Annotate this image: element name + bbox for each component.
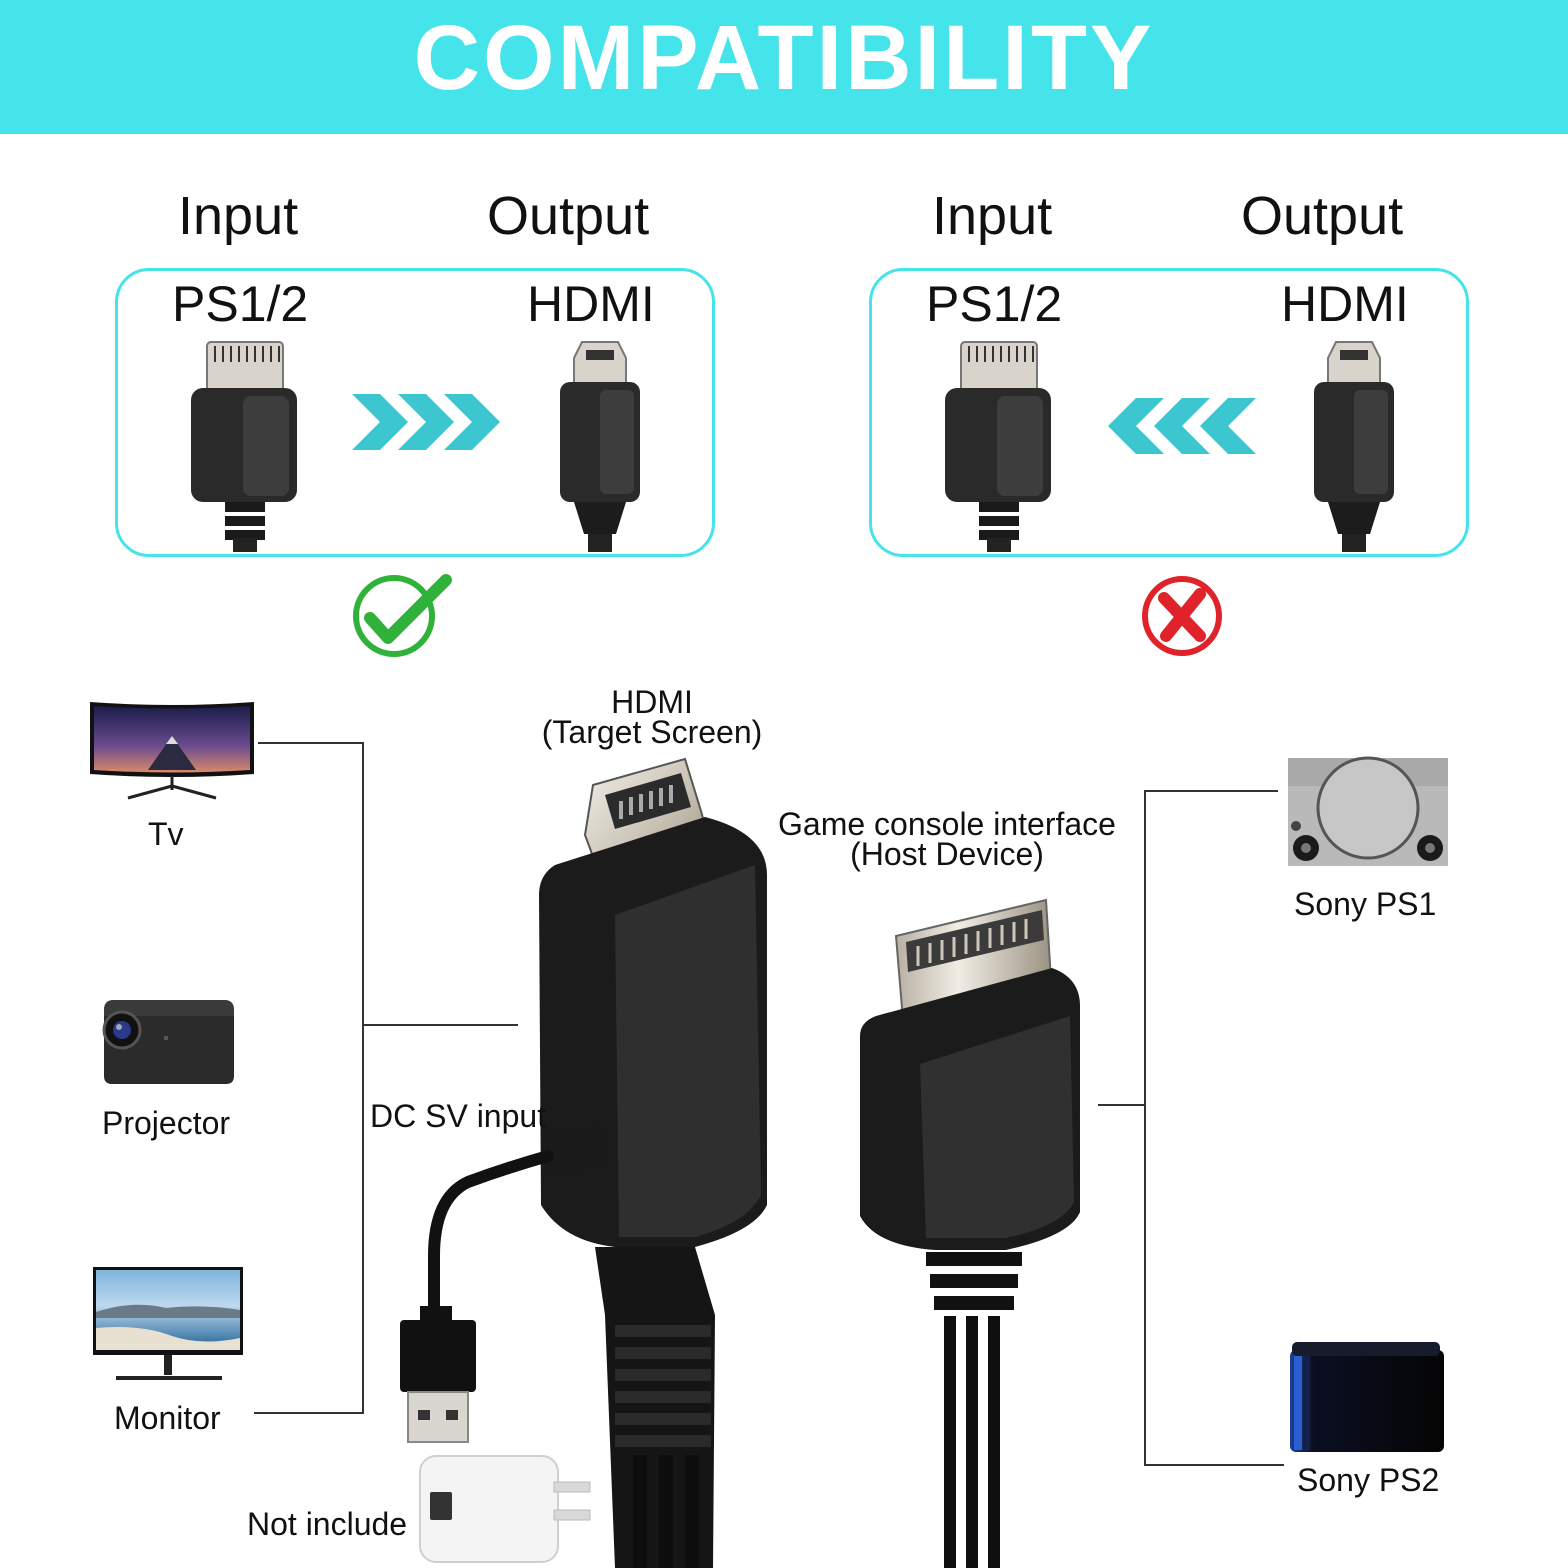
output-port-label-right: HDMI bbox=[1281, 276, 1409, 332]
hdmi-connector-icon bbox=[1314, 341, 1394, 552]
header-banner bbox=[0, 0, 1568, 134]
hdmi-end-sublabel: (Target Screen) bbox=[541, 714, 763, 750]
output-port-label-left: HDMI bbox=[527, 276, 655, 332]
usb-cable-icon bbox=[400, 1126, 607, 1443]
ps1-console-icon bbox=[1288, 756, 1448, 866]
connector-line bbox=[1144, 1464, 1284, 1466]
input-heading-left: Input bbox=[178, 186, 299, 246]
arrow-left-icon bbox=[1108, 398, 1256, 454]
connector-line bbox=[1144, 790, 1146, 1466]
console-label-ps1: Sony PS1 bbox=[1294, 886, 1437, 922]
tv-icon bbox=[90, 702, 254, 800]
power-adapter-icon bbox=[419, 1455, 591, 1563]
page-title: COMPATIBILITY bbox=[413, 7, 1155, 109]
game-end-sublabel: (Host Device) bbox=[850, 836, 1044, 872]
connector-line bbox=[258, 742, 364, 744]
ps-plug-icon bbox=[860, 898, 1080, 1568]
output-heading-right: Output bbox=[1241, 186, 1404, 246]
adapter-note-label: Not include bbox=[247, 1506, 408, 1542]
connector-line bbox=[254, 1412, 364, 1414]
connector-line bbox=[1144, 790, 1278, 792]
connector-line bbox=[362, 1024, 518, 1026]
input-port-label-left: PS1/2 bbox=[172, 276, 309, 332]
hdmi-connector-icon bbox=[560, 341, 640, 552]
ps-connector-icon bbox=[191, 341, 297, 552]
display-label-monitor: Monitor bbox=[114, 1400, 221, 1436]
check-icon bbox=[353, 574, 452, 657]
display-label-tv: Tv bbox=[148, 816, 184, 852]
dc-input-label: DC SV input bbox=[370, 1098, 547, 1134]
hdmi-adapter-icon bbox=[539, 757, 767, 1568]
projector-icon bbox=[102, 1000, 234, 1084]
output-heading-left: Output bbox=[487, 186, 650, 246]
input-heading-right: Input bbox=[932, 186, 1053, 246]
cross-icon bbox=[1142, 576, 1222, 656]
monitor-icon bbox=[93, 1267, 243, 1380]
display-label-projector: Projector bbox=[102, 1105, 231, 1141]
ps2-console-icon bbox=[1290, 1342, 1444, 1452]
input-port-label-right: PS1/2 bbox=[926, 276, 1063, 332]
connector-line bbox=[1098, 1104, 1146, 1106]
ps-connector-icon bbox=[945, 341, 1051, 552]
arrow-right-icon bbox=[352, 394, 500, 450]
game-end-label: Game console interface bbox=[778, 806, 1116, 842]
hdmi-end-label: HDMI bbox=[611, 684, 693, 720]
console-label-ps2: Sony PS2 bbox=[1297, 1462, 1440, 1498]
connector-line bbox=[362, 742, 364, 1414]
